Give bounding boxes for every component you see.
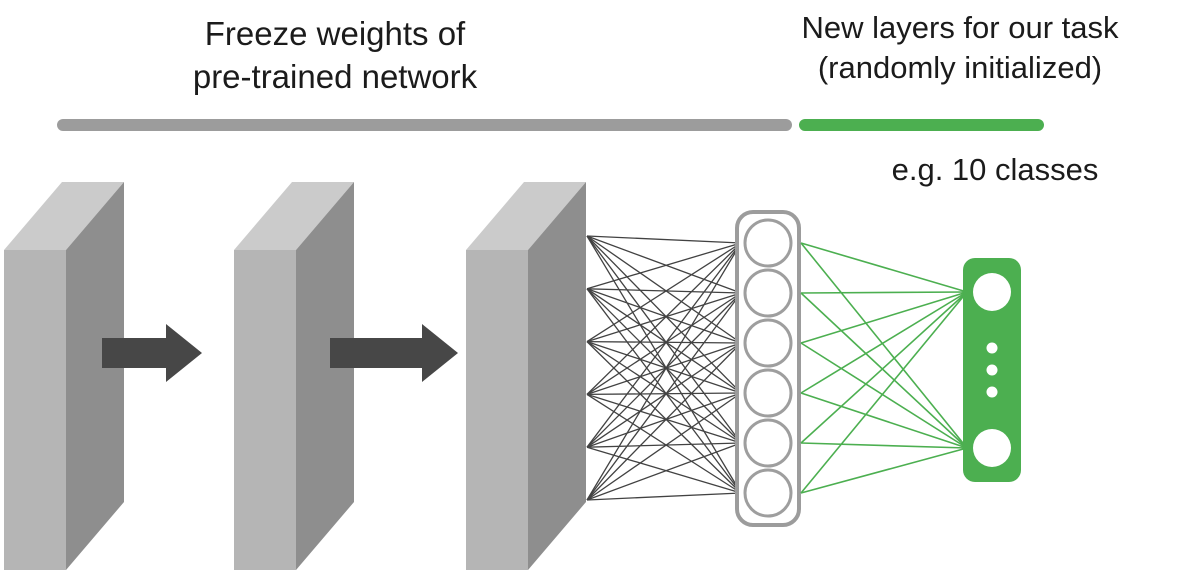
dense-line-4-4: [586, 442, 742, 448]
new-line-4-0: [800, 291, 968, 444]
dense-line-3-2: [586, 342, 742, 396]
new-line-5-0: [800, 291, 968, 494]
dense-line-0-2: [586, 235, 742, 344]
fc-node-5: [743, 418, 793, 468]
slab-side-face: [66, 182, 124, 570]
dense-line-1-5: [586, 288, 742, 494]
dense-line-2-2: [586, 340, 742, 344]
dense-line-3-4: [586, 393, 742, 444]
ellipsis-dot-3: [986, 386, 998, 398]
dense-line-4-5: [586, 446, 742, 494]
dense-line-4-2: [586, 342, 742, 448]
dense-line-0-0: [586, 235, 742, 244]
fc-layer: [735, 210, 801, 527]
fc-node-6: [743, 468, 793, 518]
output-node-2: [973, 429, 1011, 467]
slab-front-face: [466, 250, 528, 570]
dense-line-3-5: [586, 393, 742, 494]
dense-line-2-4: [586, 341, 742, 444]
slab-front-face: [234, 250, 296, 570]
output-layer: [963, 258, 1021, 482]
new-layers-heading-line1: New layers for our task: [801, 10, 1119, 45]
new-layers-heading-line2: (randomly initialized): [817, 50, 1103, 85]
fc-node-3: [743, 318, 793, 368]
new-layer-connections: [800, 242, 968, 494]
dense-line-5-5: [586, 492, 742, 501]
slab-front-face: [4, 250, 66, 570]
new-line-1-0: [800, 291, 968, 294]
dense-line-0-3: [586, 235, 742, 394]
new-line-0-1: [800, 242, 968, 449]
slab-top-face: [466, 182, 586, 250]
dense-line-4-0: [586, 242, 742, 448]
ellipsis-dot-1: [986, 342, 998, 354]
new-line-2-1: [800, 342, 968, 449]
conv-layer-3: [466, 182, 586, 570]
dense-line-0-5: [586, 235, 742, 494]
flow-arrows: [102, 324, 458, 382]
dense-line-5-0: [586, 242, 742, 501]
slab-side-face: [296, 182, 354, 570]
arrow-2: [330, 324, 458, 382]
dense-line-1-3: [586, 288, 742, 394]
dense-line-2-1: [586, 292, 742, 343]
fc-node-2: [743, 268, 793, 318]
frozen-heading-line2: pre-trained network: [192, 58, 478, 95]
dense-line-2-3: [586, 340, 742, 394]
slab-side-face: [528, 182, 586, 570]
arrow-1: [102, 324, 202, 382]
dense-line-5-3: [586, 392, 742, 501]
dense-line-0-1: [586, 235, 742, 294]
new-line-4-1: [800, 442, 968, 449]
dense-line-5-2: [586, 342, 742, 501]
new-line-3-1: [800, 392, 968, 449]
dense-line-2-5: [586, 341, 742, 494]
slab-top-face: [4, 182, 124, 250]
dense-line-0-4: [586, 235, 742, 444]
dense-line-1-2: [586, 288, 742, 344]
dense-line-1-0: [586, 242, 742, 290]
new-line-0-0: [800, 242, 968, 293]
slab-top-face: [234, 182, 354, 250]
fc-node-1: [743, 218, 793, 268]
frozen-heading-line1: Freeze weights of: [204, 15, 466, 52]
dense-connections: [586, 235, 742, 501]
classes-note: e.g. 10 classes: [891, 152, 1099, 187]
dense-line-4-3: [586, 392, 742, 448]
dense-line-5-1: [586, 292, 742, 501]
dense-line-4-1: [586, 292, 742, 448]
dense-line-5-4: [586, 442, 742, 501]
fc-node-4: [743, 368, 793, 418]
conv-layers: [4, 182, 586, 570]
dense-line-1-1: [586, 288, 742, 294]
ellipsis-dot-2: [986, 364, 998, 376]
dense-line-3-0: [586, 242, 742, 395]
new-line-2-0: [800, 291, 968, 344]
frozen-section-heading: Freeze weights of pre-trained network: [140, 12, 530, 98]
new-layers-span-bar: [799, 119, 1044, 131]
new-line-3-0: [800, 291, 968, 394]
frozen-span-bar: [57, 119, 792, 131]
output-node-1: [973, 273, 1011, 311]
conv-layer-1: [4, 182, 124, 570]
dense-line-3-3: [586, 392, 742, 396]
new-line-5-1: [800, 447, 968, 494]
dense-line-2-0: [586, 242, 742, 343]
conv-layer-2: [234, 182, 354, 570]
dense-line-1-4: [586, 288, 742, 444]
new-line-1-1: [800, 292, 968, 449]
new-layers-heading: New layers for our task (randomly initia…: [770, 8, 1150, 88]
dense-line-3-1: [586, 292, 742, 395]
